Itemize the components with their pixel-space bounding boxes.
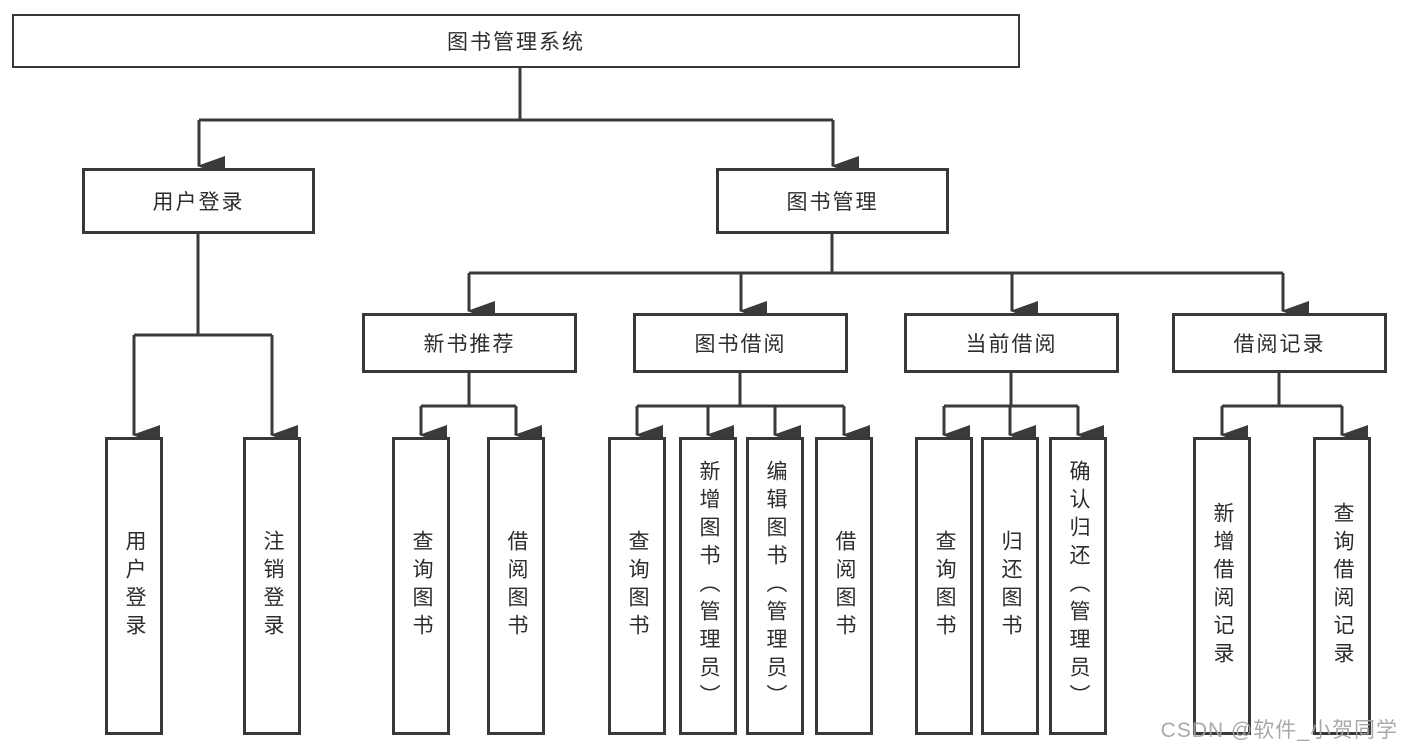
csdn-watermark: CSDN @软件_小贺同学 — [1160, 719, 1398, 742]
leaf-query-books-borrowing: 查询图书 — [608, 437, 666, 735]
leaf-borrow-books-recommend: 借阅图书 — [487, 437, 545, 735]
leaf-user-login: 用户登录 — [105, 437, 163, 735]
node-new-book-recommend: 新书推荐 — [362, 313, 577, 373]
leaf-query-books-recommend: 查询图书 — [392, 437, 450, 735]
leaf-confirm-return-admin: 确认归还（管理员） — [1049, 437, 1107, 735]
leaf-return-books: 归还图书 — [981, 437, 1039, 735]
leaf-add-books-admin: 新增图书（管理员） — [679, 437, 737, 735]
node-book-management: 图书管理 — [716, 168, 949, 234]
leaf-query-books-current: 查询图书 — [915, 437, 973, 735]
node-book-borrowing: 图书借阅 — [633, 313, 848, 373]
leaf-edit-books-admin: 编辑图书（管理员） — [746, 437, 804, 735]
node-current-borrowing: 当前借阅 — [904, 313, 1119, 373]
node-borrow-records: 借阅记录 — [1172, 313, 1387, 373]
node-library-system: 图书管理系统 — [12, 14, 1020, 68]
node-user-login: 用户登录 — [82, 168, 315, 234]
leaf-add-borrow-record: 新增借阅记录 — [1193, 437, 1251, 735]
leaf-borrow-books-borrowing: 借阅图书 — [815, 437, 873, 735]
leaf-logout: 注销登录 — [243, 437, 301, 735]
leaf-query-borrow-record: 查询借阅记录 — [1313, 437, 1371, 735]
